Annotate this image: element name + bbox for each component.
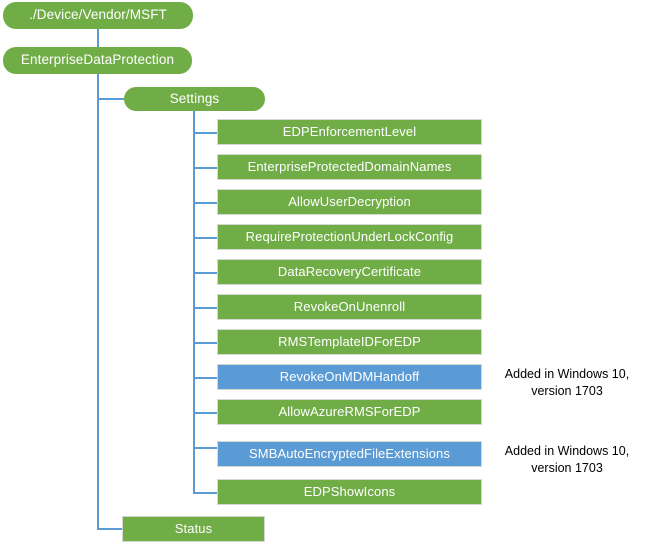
settings-branch-spine <box>193 110 195 493</box>
connector-child-5 <box>193 272 218 274</box>
node-root-device-vendor-msft[interactable]: ./Device/Vendor/MSFT <box>3 2 193 29</box>
connector-child-6 <box>193 307 218 309</box>
node-status[interactable]: Status <box>122 516 265 542</box>
node-settings[interactable]: Settings <box>124 87 265 111</box>
annotation-revokeonmdmhandoff: Added in Windows 10, version 1703 <box>504 367 630 398</box>
node-datarecoverycertificate[interactable]: DataRecoveryCertificate <box>217 259 482 285</box>
connector-child-4 <box>193 237 218 239</box>
connector-child-10 <box>193 447 218 449</box>
connector-status <box>97 528 123 530</box>
connector-child-3 <box>193 202 218 204</box>
node-allowuserdecryption[interactable]: AllowUserDecryption <box>217 189 482 215</box>
trunk-line-vertical <box>97 28 99 529</box>
node-revokeonmdmhandoff[interactable]: RevokeOnMDMHandoff <box>217 364 482 390</box>
connector-child-8 <box>193 377 218 379</box>
connector-child-2 <box>193 167 218 169</box>
node-edpshowicons[interactable]: EDPShowIcons <box>217 479 482 505</box>
node-rmstemplateidforedp[interactable]: RMSTemplateIDForEDP <box>217 329 482 355</box>
connector-child-9 <box>193 412 218 414</box>
annotation-smbautoencryptedfileextensions: Added in Windows 10, version 1703 <box>504 444 630 475</box>
node-smbautoencryptedfileextensions[interactable]: SMBAutoEncryptedFileExtensions <box>217 441 482 467</box>
node-enterprise-data-protection[interactable]: EnterpriseDataProtection <box>3 47 192 74</box>
connector-child-11 <box>193 492 218 494</box>
node-allowazurermsforedp[interactable]: AllowAzureRMSForEDP <box>217 399 482 425</box>
connector-child-7 <box>193 342 218 344</box>
node-revokeonunenroll[interactable]: RevokeOnUnenroll <box>217 294 482 320</box>
node-enterpriseprotecteddomainnames[interactable]: EnterpriseProtectedDomainNames <box>217 154 482 180</box>
node-requireprotectionunderlockconfig[interactable]: RequireProtectionUnderLockConfig <box>217 224 482 250</box>
connector-child-1 <box>193 132 218 134</box>
connector-settings <box>97 98 125 100</box>
node-edpenforcementlevel[interactable]: EDPEnforcementLevel <box>217 119 482 145</box>
